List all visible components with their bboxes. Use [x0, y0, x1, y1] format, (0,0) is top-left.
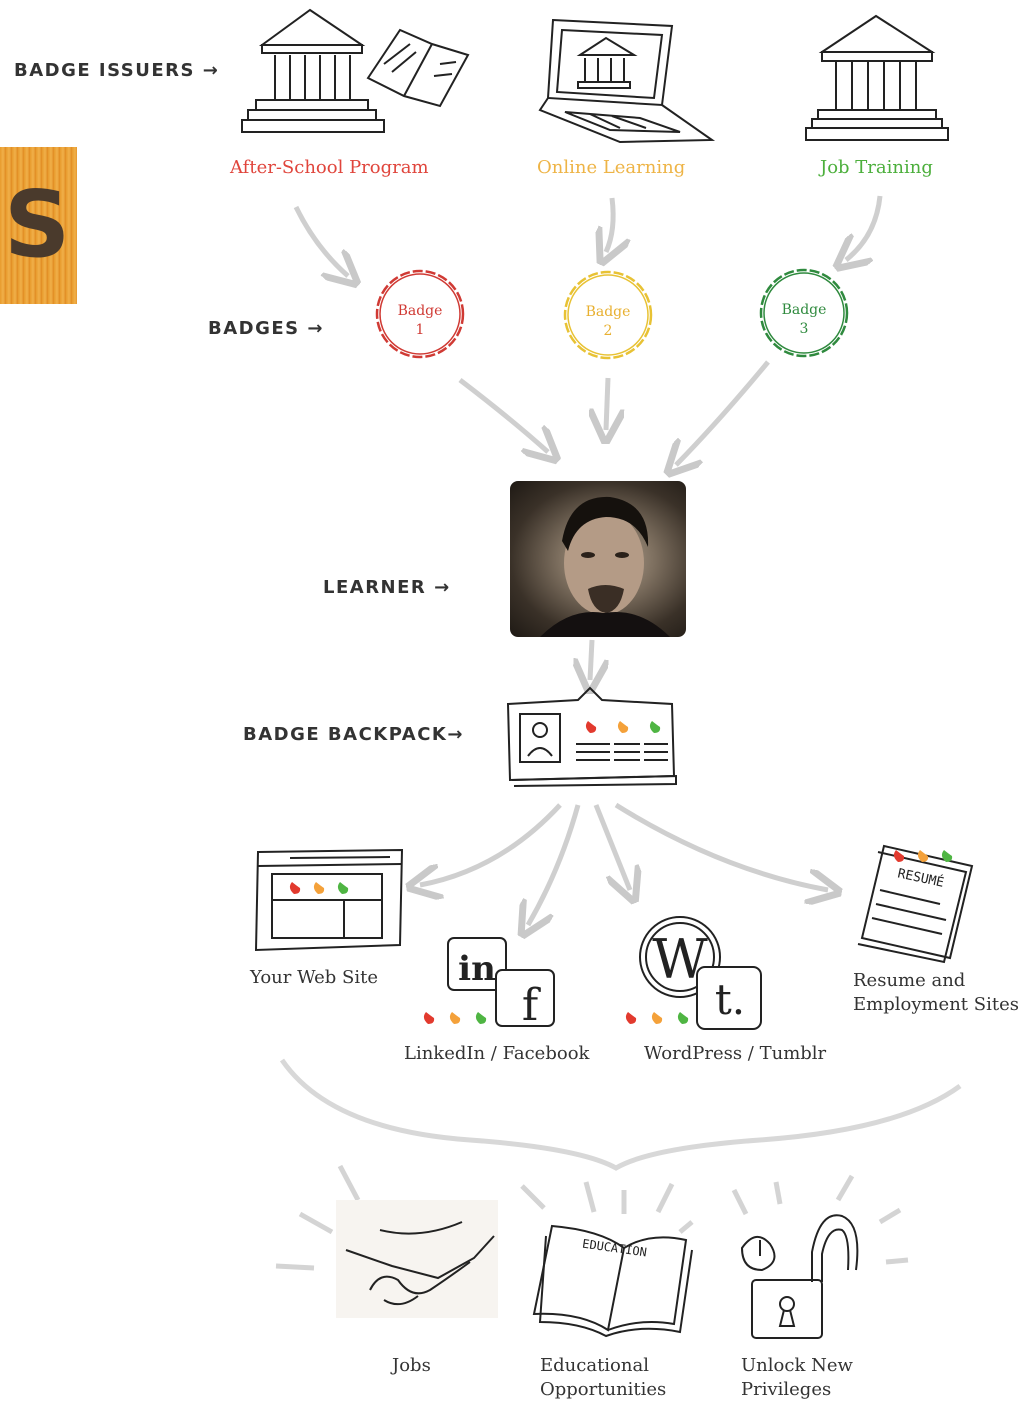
education-book-icon	[532, 1224, 693, 1338]
outcome-label-jobs: Jobs	[392, 1355, 431, 1376]
badge-2-word: Badge	[586, 304, 631, 320]
badge-dot	[337, 882, 349, 894]
badge-dot	[289, 882, 301, 894]
radiating-lines	[275, 1164, 909, 1271]
linkedin-glyph: in	[458, 949, 496, 989]
resume-icon	[857, 844, 974, 964]
badge-1-number: 1	[416, 322, 425, 338]
handshake-icon	[336, 1200, 498, 1318]
badge-dot	[585, 721, 597, 733]
badge-dot	[313, 882, 325, 894]
badge-dot	[941, 850, 953, 862]
laptop-building-icon	[538, 18, 716, 144]
wordpress-icon	[639, 916, 721, 998]
badge-2: Badge 2	[563, 270, 653, 360]
row-label-badge-issuers: BADGE ISSUERS →	[14, 60, 220, 81]
linkedin-facebook-badge-dots	[423, 1012, 487, 1024]
destination-label-wordpress-tumblr: WordPress / Tumblr	[644, 1043, 827, 1064]
badge-2-number: 2	[604, 323, 613, 339]
issuer-label-online-learning: Online Learning	[537, 157, 686, 178]
education-glyph: EDUCATION	[581, 1237, 647, 1260]
issuer-label-job-training: Job Training	[820, 157, 933, 178]
resume-badge-dots	[893, 850, 953, 862]
destination-label-resume: Resume and Employment Sites	[853, 970, 1019, 1015]
building-book-icon	[241, 8, 470, 133]
destination-label-linkedin-facebook: LinkedIn / Facebook	[404, 1043, 590, 1064]
unlock-padlock-icon	[740, 1214, 859, 1339]
badge-3: Badge 3	[759, 268, 849, 358]
outcome-label-unlock: Unlock New Privileges	[741, 1355, 853, 1400]
badge-3-word: Badge	[782, 302, 827, 318]
badge-dot	[917, 850, 929, 862]
resume-glyph: RESUMÉ	[896, 865, 945, 890]
wordpress-tumblr-badge-dots	[625, 1012, 689, 1024]
badge-dot	[893, 850, 905, 862]
badge-1-word: Badge	[398, 303, 443, 319]
tumblr-icon	[696, 966, 762, 1030]
backpack-badge-dots	[585, 721, 661, 733]
building-icon	[805, 14, 949, 141]
row-label-badges: BADGES →	[208, 318, 325, 339]
learner-photo	[510, 481, 686, 637]
badge-dot	[677, 1012, 689, 1024]
web-browser-icon	[254, 848, 404, 952]
tumblr-glyph: t.	[715, 975, 745, 1024]
facebook-icon	[495, 969, 555, 1027]
badge-dot	[423, 1012, 435, 1024]
row-label-learner: LEARNER →	[323, 577, 451, 598]
badge-3-number: 3	[800, 321, 809, 337]
issuer-label-after-school: After-School Program	[230, 157, 429, 178]
badge-dot	[651, 1012, 663, 1024]
web-site-badge-dots	[289, 882, 349, 894]
badge-dot	[649, 721, 661, 733]
outcome-label-education: Educational Opportunities	[540, 1355, 667, 1400]
badge-dot	[617, 721, 629, 733]
linkedin-icon	[447, 937, 507, 991]
badge-1: Badge 1	[375, 269, 465, 359]
badge-dot	[449, 1012, 461, 1024]
facebook-glyph: f	[522, 980, 541, 1031]
side-tile-image: S	[0, 147, 77, 304]
badge-dot	[625, 1012, 637, 1024]
row-label-badge-backpack: BADGE BACKPACK→	[243, 724, 464, 745]
badge-backpack-icon	[506, 686, 677, 787]
badge-dot	[475, 1012, 487, 1024]
destination-label-web-site: Your Web Site	[250, 967, 378, 988]
